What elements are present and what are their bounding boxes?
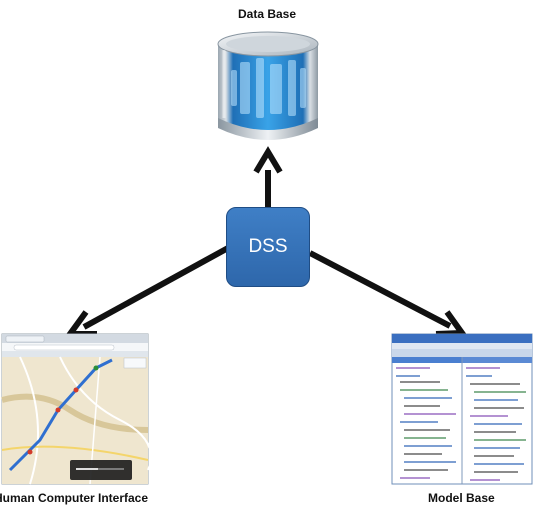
model-base-label: Model Base bbox=[428, 491, 495, 505]
arrow-dss-to-model-base bbox=[308, 250, 468, 337]
arrow-dss-to-hci bbox=[64, 245, 230, 337]
database-cylinder-icon bbox=[217, 31, 319, 140]
dss-node: DSS bbox=[226, 207, 310, 287]
arrow-dss-to-database bbox=[253, 146, 283, 207]
dss-label: DSS bbox=[248, 236, 288, 257]
hci-label: Human Computer Interface bbox=[0, 491, 149, 505]
code-editor-screenshot bbox=[391, 333, 533, 485]
browser-map-screenshot bbox=[1, 333, 152, 485]
database-label: Data Base bbox=[237, 7, 297, 21]
